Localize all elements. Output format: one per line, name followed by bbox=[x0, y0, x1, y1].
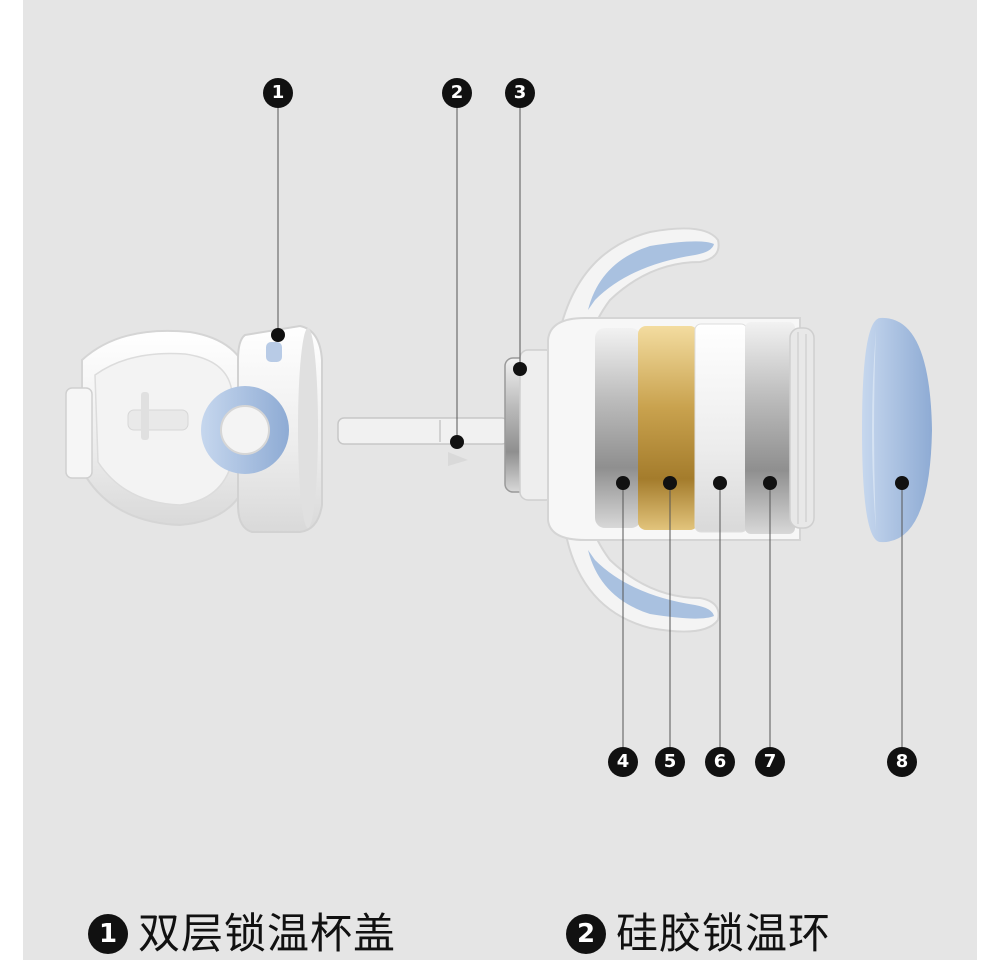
caption-2: 2 硅胶锁温环 bbox=[566, 908, 831, 960]
marker-1: 1 bbox=[263, 78, 293, 108]
caption-2-text: 硅胶锁温环 bbox=[616, 909, 832, 958]
anchor-dot-1 bbox=[271, 328, 285, 342]
lid-body bbox=[201, 324, 323, 533]
anchor-dot-8 bbox=[895, 476, 909, 490]
neck-ring bbox=[504, 349, 555, 501]
marker-2: 2 bbox=[442, 78, 472, 108]
marker-4: 4 bbox=[608, 747, 638, 777]
marker-5: 5 bbox=[655, 747, 685, 777]
caption-1-number: 1 bbox=[88, 914, 128, 954]
caption-1-text: 双层锁温杯盖 bbox=[138, 909, 397, 958]
caption-2-number: 2 bbox=[566, 914, 606, 954]
anchor-dot-2 bbox=[450, 435, 464, 449]
caption-1: 1 双层锁温杯盖 bbox=[88, 908, 396, 960]
marker-8: 8 bbox=[887, 747, 917, 777]
cup-body bbox=[547, 317, 815, 541]
bottom-cap bbox=[862, 317, 932, 543]
marker-7: 7 bbox=[755, 747, 785, 777]
leader-lines bbox=[277, 108, 903, 748]
anchor-dot-7 bbox=[763, 476, 777, 490]
anchor-dot-5 bbox=[663, 476, 677, 490]
anchor-dot-3 bbox=[513, 362, 527, 376]
marker-6: 6 bbox=[705, 747, 735, 777]
anchor-dot-4 bbox=[616, 476, 630, 490]
cup-handles bbox=[558, 227, 720, 633]
straw bbox=[337, 417, 509, 466]
anchor-dot-6 bbox=[713, 476, 727, 490]
marker-3: 3 bbox=[505, 78, 535, 108]
